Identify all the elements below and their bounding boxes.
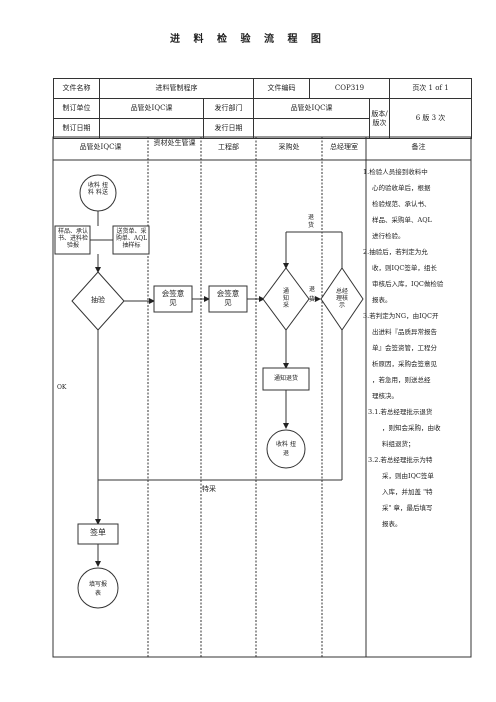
col-gm: 总经理室 [330, 143, 358, 151]
sample-doc-box [54, 225, 91, 255]
version: 6 版 3 次 [389, 98, 473, 139]
col-remarks: 备注 [411, 143, 426, 151]
remark-line: 理核决。 [372, 392, 398, 400]
remark-line: 3.2.若总经理批示为特 [368, 456, 433, 464]
gm-review-text: 总经理核示 [335, 288, 348, 309]
remark-line: 检验规范、承认书、 [372, 200, 431, 208]
remark-line: 单』会签资管，工程分 [372, 344, 437, 352]
receive-return-text: 收料 扭退 [276, 441, 296, 457]
approve-label: 退货 [309, 286, 316, 303]
special-label: 特采 [202, 485, 216, 493]
remark-line: 采，则由IQC签单 [382, 472, 434, 480]
info-table: 文件名称 进料管制程序 文件编码 COP319 页次 1 of 1 制订单位 品… [53, 78, 473, 139]
remark-line: 入库，并加盖 "特 [382, 488, 433, 496]
sign1-text: 会签意见 [161, 289, 185, 307]
send-doc-text: 送货单、采购单、AQL抽样标 [115, 228, 148, 249]
remark-line: 出进料『品质异常报告 [372, 328, 437, 336]
send-doc-box [112, 225, 150, 255]
sign2-text: 会签意见 [216, 289, 240, 307]
col-material: 资材处生管课 [153, 139, 196, 147]
remark-line: 采" 章，最后填写 [382, 504, 433, 512]
remark-line: 2.抽验后，若判定为允 [363, 248, 428, 256]
col-iqc: 品管处IQC课 [79, 143, 122, 151]
document-title: 进 料 检 验 流 程 图 [170, 34, 326, 45]
remark-line: ，则知会采购，由收 [382, 424, 441, 432]
sample-doc-text: 样品、承认书、进料检验报 [57, 228, 88, 249]
inspect-text: 抽验 [91, 296, 105, 304]
remark-line: 3.1.若总经理批示退货 [368, 408, 433, 416]
issue-date-value [253, 118, 370, 139]
remark-line: 1.检验人员接到收料中 [363, 168, 428, 176]
col-engineering: 工程部 [218, 143, 239, 151]
remark-line: 审核后入库，IQC做检验 [372, 280, 444, 288]
remark-line: 心的验收单后，根据 [372, 184, 431, 192]
ok-label: OK [57, 384, 67, 391]
col-purchasing: 采购处 [278, 143, 300, 151]
remark-line: 报表。 [382, 520, 402, 528]
fill-report-text: 填写报表 [88, 581, 107, 597]
notify-return-text: 通知退货 [273, 375, 298, 382]
remark-line: 3.若判定为NG，由IQC开 [363, 312, 439, 320]
remark-line: 料组退货； [382, 440, 415, 448]
remark-line: 进行检验。 [372, 232, 405, 240]
sign-off-text: 签单 [90, 528, 106, 537]
version-label: 版本/版次 [368, 98, 390, 139]
return-label: 退货 [308, 214, 315, 229]
remark-line: 样品、采购单、AQL [372, 216, 432, 224]
receive-text: 收料 扭料 料送 [88, 182, 108, 196]
remark-line: ，若急用，则送总经 [372, 376, 431, 384]
remark-line: 报表。 [372, 296, 392, 304]
remark-line: 析原因，采购会签意见 [372, 360, 437, 368]
remark-line: 收，则IQC签单，组长 [372, 264, 437, 272]
notify-purchase-text: 通知采 [282, 288, 289, 309]
issue-date-label: 发行日期 [203, 118, 254, 139]
